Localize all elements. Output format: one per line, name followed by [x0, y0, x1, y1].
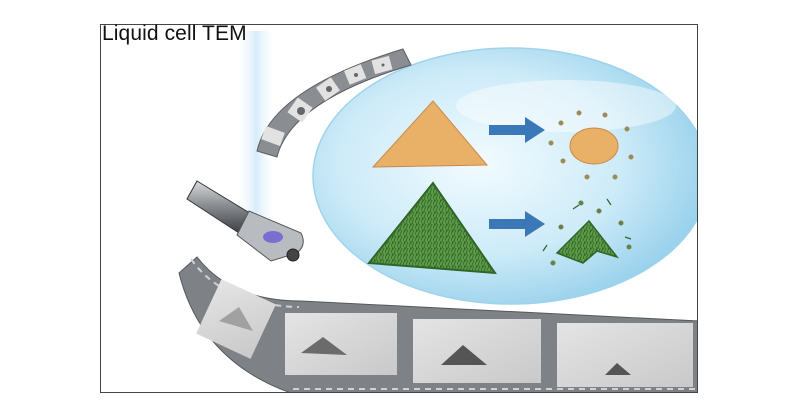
- figure-frame: [100, 24, 698, 393]
- released-ligands: [542, 198, 632, 266]
- film-frame-3: [413, 319, 541, 383]
- released-atoms: [548, 110, 634, 180]
- film-frame-4: [557, 323, 693, 387]
- film-frame-1: [196, 279, 276, 359]
- film-frame-2: [285, 313, 397, 375]
- arrow-right-icon-2: [489, 211, 545, 237]
- triangle-nanoplate-icon: [371, 100, 489, 168]
- disc-nanoparticle-icon: [569, 127, 619, 165]
- tem-holder-icon: [186, 180, 304, 262]
- figure-title: Liquid cell TEM: [102, 22, 247, 45]
- eroded-triangle: [555, 219, 620, 264]
- upper-film-strip-icon: [256, 48, 412, 158]
- diagram-canvas: [178, 31, 697, 392]
- ligand-coated-triangle: [367, 181, 498, 275]
- arrow-right-icon: [489, 117, 545, 143]
- film-strip-icon: [178, 256, 697, 392]
- droplet-highlight: [456, 80, 676, 132]
